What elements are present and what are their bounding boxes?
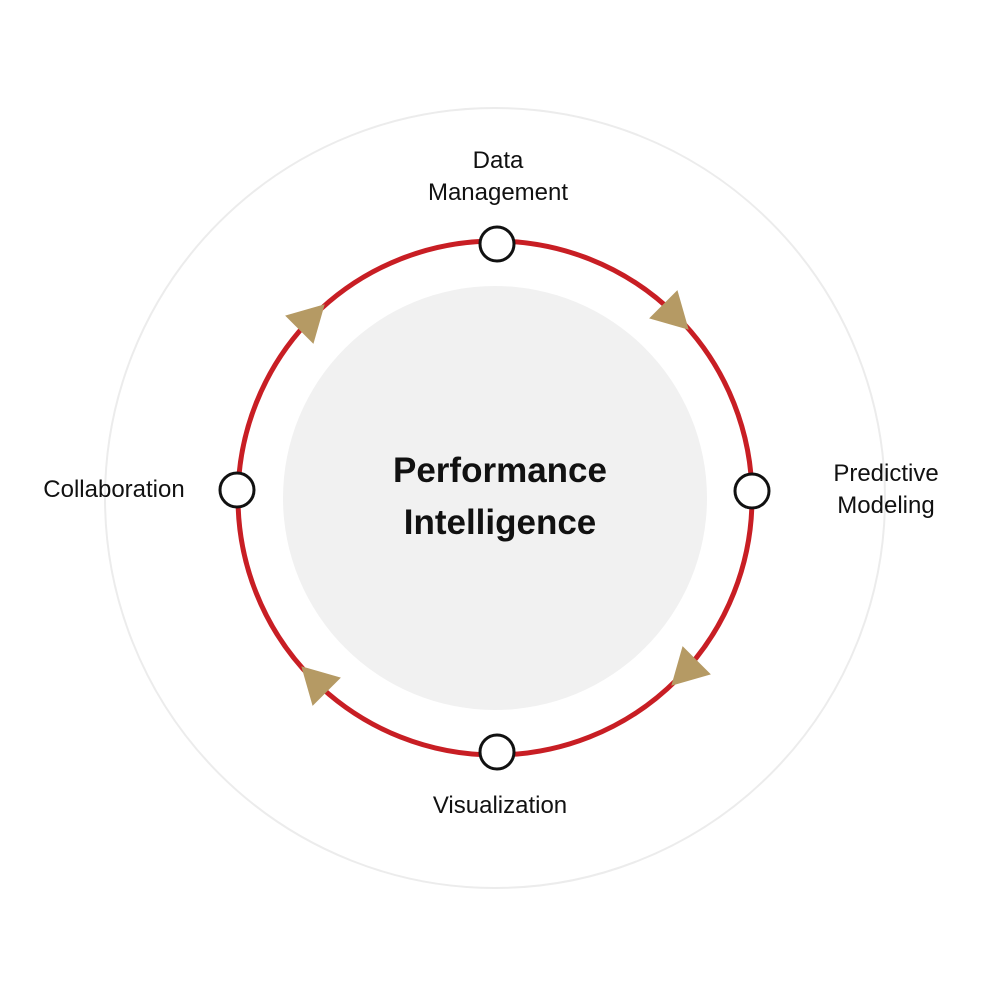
label-predictive-modeling-line1: Predictive [833, 460, 939, 487]
arrowhead-top-right [649, 290, 689, 330]
node-visualization [478, 733, 516, 771]
label-collaboration: Collaboration [14, 474, 214, 506]
center-circle [283, 286, 707, 710]
label-predictive-modeling: Predictive Modeling [786, 458, 986, 522]
node-data-management [478, 225, 516, 263]
center-title: Performance Intelligence [300, 445, 700, 549]
label-visualization-line1: Visualization [432, 792, 568, 819]
node-collaboration [218, 471, 256, 509]
label-data-management-line1: Data [472, 147, 524, 174]
arrowhead-bottom-left [301, 666, 341, 706]
arrowhead-top-left [285, 304, 325, 344]
label-predictive-modeling-line2: Modeling [837, 492, 935, 519]
label-collaboration-line1: Collaboration [43, 476, 185, 503]
label-data-management: Data Management [398, 145, 598, 209]
label-visualization: Visualization [400, 790, 600, 822]
center-title-line1: Performance [393, 451, 607, 490]
outer-ring [104, 107, 886, 889]
label-data-management-line2: Management [427, 179, 569, 206]
arrowhead-bottom-right [671, 646, 711, 686]
center-title-line2: Intelligence [403, 503, 597, 542]
node-predictive-modeling [733, 472, 771, 510]
